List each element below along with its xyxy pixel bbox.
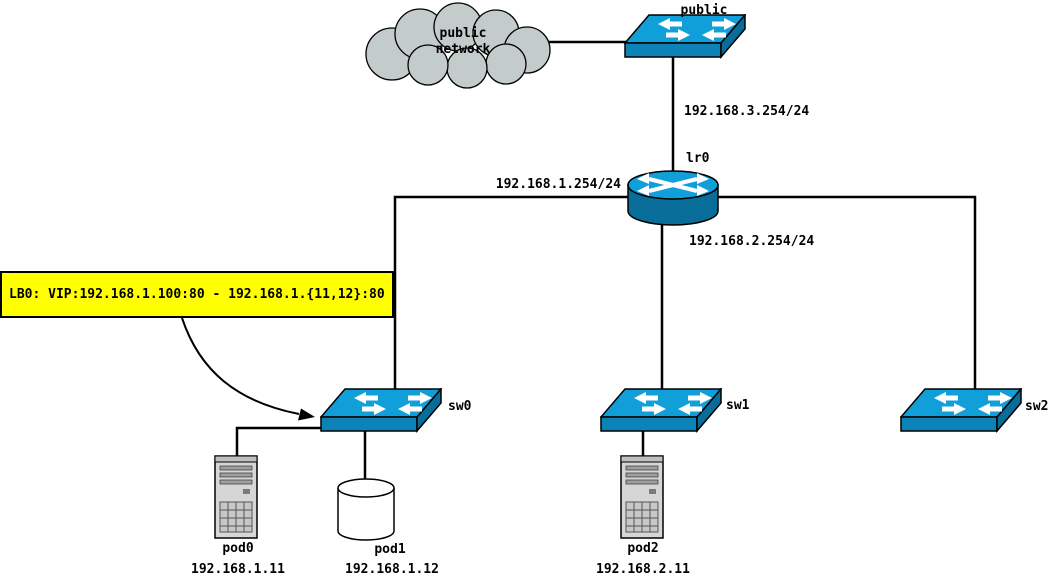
callout-arrow — [181, 317, 315, 421]
node-pod1-storage — [337, 478, 395, 542]
node-lr0-router — [627, 168, 719, 228]
link-sw0-pod0 — [235, 426, 324, 458]
pod0-label: pod0 — [222, 541, 254, 556]
switch-icon — [600, 388, 722, 446]
public-switch-label: public — [680, 3, 728, 18]
cylinder-disk-icon — [337, 478, 395, 542]
node-sw1-switch — [600, 388, 722, 446]
node-pod0-server — [213, 454, 263, 540]
pod2-label: pod2 — [627, 541, 659, 556]
wan-subnet-label: 192.168.3.254/24 — [684, 104, 810, 119]
node-pod2-server — [619, 454, 669, 540]
node-public-switch — [624, 14, 746, 72]
load-balancer-callout: LB0: VIP:192.168.1.100:80 - 192.168.1.{1… — [0, 271, 394, 318]
pod1-label: pod1 — [374, 542, 406, 557]
lr0-label: lr0 — [686, 151, 710, 166]
router-icon — [627, 168, 719, 228]
sw0-label: sw0 — [448, 399, 472, 414]
switch-icon — [900, 388, 1022, 446]
cloud-icon — [365, 2, 551, 89]
node-sw0-switch — [320, 388, 442, 446]
sw2-label: sw2 — [1025, 399, 1049, 414]
switch-icon — [320, 388, 442, 446]
server-tower-icon — [619, 454, 669, 540]
pod1-ip-label: 192.168.1.12 — [345, 562, 439, 577]
lan1-subnet-label: 192.168.1.254/24 — [495, 177, 621, 192]
pod0-ip-label: 192.168.1.11 — [191, 562, 285, 577]
cloud-label: public network — [435, 26, 491, 57]
node-sw2-switch — [900, 388, 1022, 446]
link-lr0-sw2 — [712, 195, 977, 392]
lan2-subnet-label: 192.168.2.254/24 — [689, 234, 815, 249]
link-lr0-sw0 — [393, 195, 630, 392]
switch-icon — [624, 14, 746, 72]
server-tower-icon — [213, 454, 263, 540]
pod2-ip-label: 192.168.2.11 — [596, 562, 690, 577]
sw1-label: sw1 — [726, 398, 750, 413]
